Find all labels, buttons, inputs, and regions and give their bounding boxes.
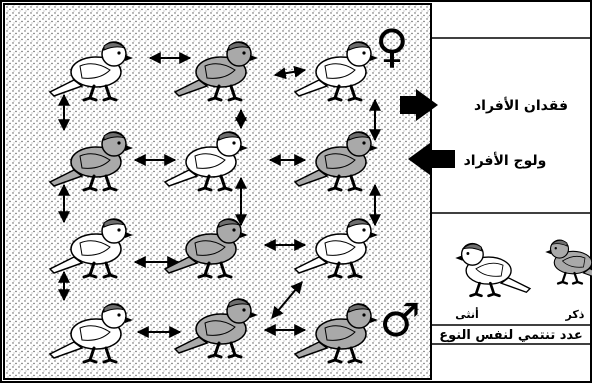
female-symbol: ♀ [375,19,409,73]
loss-label: فقدان الأفراد [474,97,568,114]
interaction-arrows [58,52,381,338]
bottom-caption: عدد تنتمي لنفس النوع [439,328,583,343]
legend-female-label: أنثى [455,307,479,321]
entry-label: ولوج الأفراد [464,152,547,169]
male-symbol: ♂ [379,293,420,347]
right-panel [431,37,592,345]
loss-arrow-icon [400,89,438,121]
legend-male-label: ذكر [565,308,585,321]
entry-arrow-icon [408,143,455,175]
